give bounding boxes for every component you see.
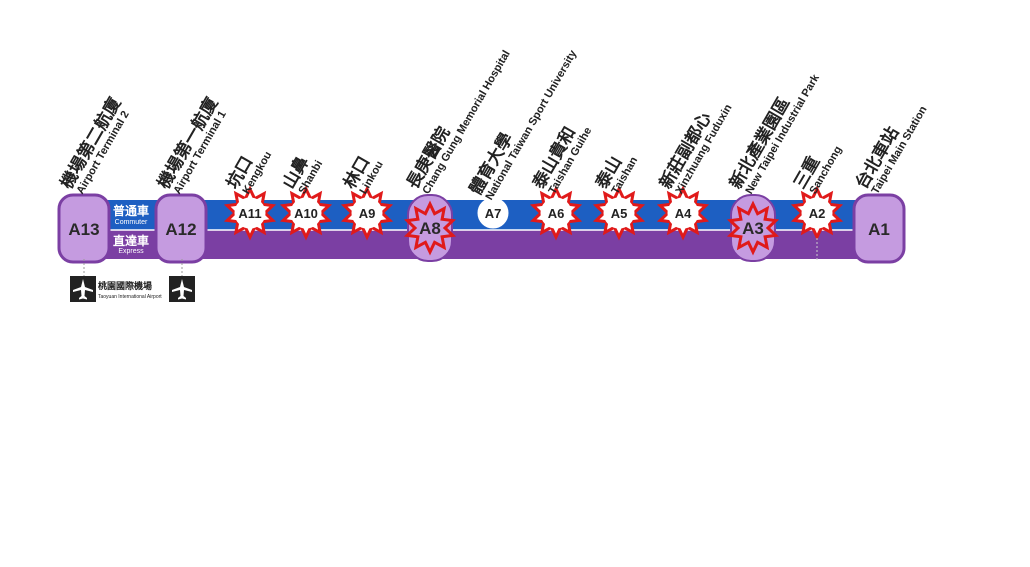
station-a12[interactable]: A12 bbox=[154, 193, 208, 264]
commuter-station-marker bbox=[477, 197, 509, 229]
star-highlight bbox=[403, 200, 457, 256]
station-a7[interactable]: A7 bbox=[477, 197, 509, 229]
star-highlight bbox=[726, 200, 780, 256]
station-code: A6 bbox=[548, 206, 565, 221]
terminal-station-marker bbox=[852, 193, 906, 264]
commuter-station-marker bbox=[603, 197, 635, 229]
station-code: A2 bbox=[809, 206, 826, 221]
terminal-station-marker bbox=[154, 193, 208, 264]
station-a13[interactable]: A13 bbox=[57, 193, 111, 264]
commuter-label-zh: 普通車 bbox=[113, 203, 149, 218]
station-code: A1 bbox=[868, 220, 890, 239]
airport-label-en: Taoyuan International Airport bbox=[98, 294, 162, 300]
station-code: A4 bbox=[675, 206, 692, 221]
station-code: A8 bbox=[419, 219, 441, 238]
airplane-icon bbox=[70, 276, 96, 302]
station-code: A7 bbox=[485, 206, 502, 221]
station-a5[interactable]: A5 bbox=[592, 185, 646, 241]
station-code: A11 bbox=[238, 206, 261, 221]
station-a3[interactable]: A3 bbox=[726, 194, 780, 262]
station-a4[interactable]: A4 bbox=[656, 185, 710, 241]
service-legend: 普通車 Commuter 直達車 Express bbox=[113, 203, 149, 255]
commuter-label-en: Commuter bbox=[115, 219, 148, 226]
station-code: A10 bbox=[294, 206, 318, 221]
airplane-icon bbox=[169, 276, 195, 302]
station-a11[interactable]: A11 bbox=[223, 185, 277, 241]
station-a8[interactable]: A8 bbox=[403, 194, 457, 262]
station-a10[interactable]: A10 bbox=[279, 185, 333, 241]
station-code: A5 bbox=[611, 206, 628, 221]
terminal-station-marker bbox=[57, 193, 111, 264]
commuter-station-marker bbox=[540, 197, 572, 229]
commuter-station-marker bbox=[667, 197, 699, 229]
commuter-station-marker bbox=[351, 197, 383, 229]
station-code: A12 bbox=[165, 220, 196, 239]
airport-label-zh: 桃園國際機場 bbox=[98, 280, 152, 292]
station-a6[interactable]: A6 bbox=[529, 185, 583, 241]
station-code: A3 bbox=[742, 219, 764, 238]
commuter-station-marker bbox=[290, 197, 322, 229]
express-label-zh: 直達車 bbox=[113, 233, 149, 248]
station-a9[interactable]: A9 bbox=[340, 185, 394, 241]
commuter-station-marker bbox=[234, 197, 266, 229]
express-label-en: Express bbox=[118, 248, 144, 255]
commuter-station-marker bbox=[801, 197, 833, 229]
station-code: A13 bbox=[68, 220, 99, 239]
station-a1[interactable]: A1 bbox=[852, 193, 906, 264]
station-code: A9 bbox=[359, 206, 376, 221]
station-a2[interactable]: A2 bbox=[790, 185, 844, 262]
airport-marker: 桃園國際機場 Taoyuan International Airport bbox=[70, 259, 195, 302]
